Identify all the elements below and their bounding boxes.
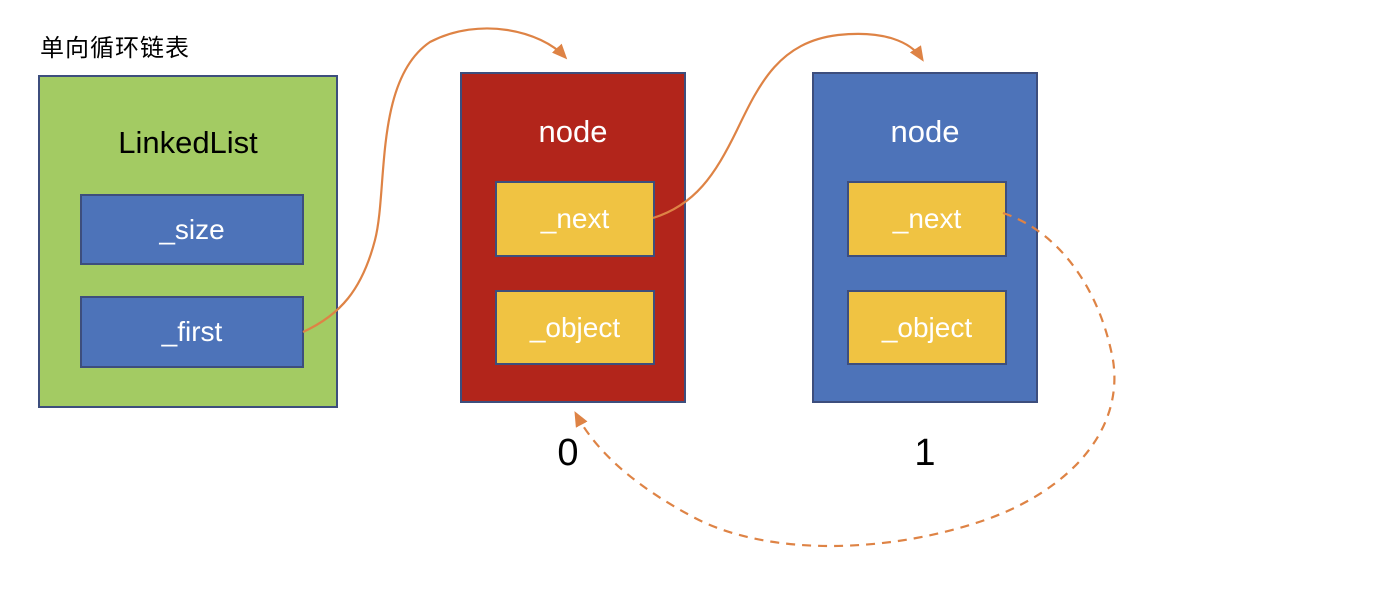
node1-index-label: 1: [914, 432, 936, 474]
linkedlist-label: LinkedList: [118, 125, 258, 160]
node0-field-next: _next: [495, 181, 655, 257]
node1-field-object: _object: [847, 290, 1007, 365]
node1-label: node: [890, 114, 960, 149]
diagram-title: 单向循环链表: [40, 35, 190, 62]
node0-field-object: _object: [495, 290, 655, 365]
linkedlist-box: LinkedList _size _first: [38, 75, 338, 408]
field-size: _size: [80, 194, 304, 265]
node0-box: node _next _object: [460, 72, 686, 403]
node0-label: node: [538, 114, 608, 149]
node1-field-next: _next: [847, 181, 1007, 257]
node1-box: node _next _object: [812, 72, 1038, 403]
field-first: _first: [80, 296, 304, 368]
node0-index-label: 0: [557, 432, 579, 474]
